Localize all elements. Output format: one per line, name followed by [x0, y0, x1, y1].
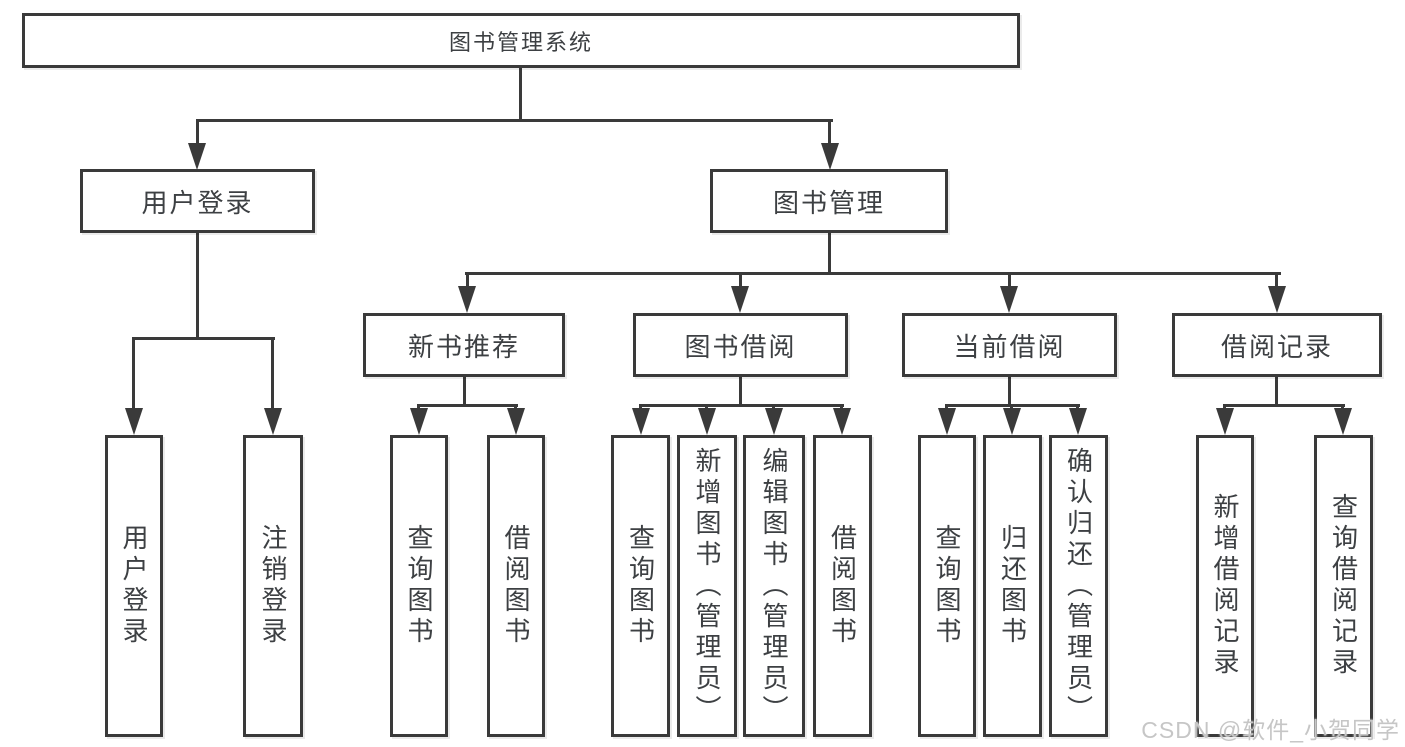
leaf-label: 借阅图书: [501, 524, 531, 648]
arrow-down-icon: [458, 286, 476, 313]
connector-line: [1010, 404, 1013, 409]
node-root: 图书管理系统: [22, 13, 1020, 68]
leaf-logout: 注销登录: [243, 435, 303, 737]
leaf-label: 用户登录: [119, 524, 149, 648]
leaf-label: 新增图书（管理员）: [692, 446, 722, 726]
connector-line: [466, 272, 469, 286]
connector-line: [1223, 404, 1345, 407]
node-current-borrow: 当前借阅: [902, 313, 1117, 377]
connector-line: [271, 337, 274, 408]
connector-line: [1275, 272, 1278, 286]
leaf-current-query: 查询图书: [918, 435, 976, 737]
leaf-label: 确认归还（管理员）: [1063, 446, 1094, 726]
leaf-label: 查询借阅记录: [1328, 493, 1359, 679]
node-borrow-record: 借阅记录: [1172, 313, 1382, 377]
leaf-newbook-borrow: 借阅图书: [487, 435, 545, 737]
leaf-label: 编辑图书（管理员）: [759, 446, 789, 726]
arrow-down-icon: [731, 286, 749, 313]
connector-line: [1008, 272, 1011, 286]
arrow-down-icon: [698, 408, 716, 435]
connector-line: [945, 404, 948, 409]
connector-line: [1341, 404, 1344, 409]
leaf-label: 新增借阅记录: [1210, 493, 1240, 679]
leaf-label: 借阅图书: [827, 524, 858, 648]
connector-line: [828, 119, 831, 144]
arrow-down-icon: [1268, 286, 1286, 313]
connector-line: [417, 404, 518, 407]
arrow-down-icon: [632, 408, 650, 435]
leaf-label: 注销登录: [258, 524, 288, 648]
arrow-down-icon: [765, 408, 783, 435]
connector-line: [1008, 377, 1011, 404]
arrow-down-icon: [938, 408, 956, 435]
leaf-borrow-query: 查询图书: [611, 435, 670, 737]
connector-line: [514, 404, 517, 409]
leaf-record-query: 查询借阅记录: [1314, 435, 1373, 737]
connector-line: [519, 68, 522, 119]
arrow-down-icon: [821, 143, 839, 170]
arrow-down-icon: [1334, 408, 1352, 435]
connector-line: [196, 119, 199, 144]
connector-line: [840, 404, 843, 409]
connector-line: [463, 377, 466, 404]
connector-line: [739, 377, 742, 404]
arrow-down-icon: [1000, 286, 1018, 313]
connector-line: [739, 272, 742, 286]
connector-line: [639, 404, 642, 409]
leaf-borrow-borrow: 借阅图书: [813, 435, 872, 737]
connector-line: [828, 233, 831, 272]
connector-line: [772, 404, 775, 409]
connector-line: [196, 119, 833, 122]
arrow-down-icon: [410, 408, 428, 435]
arrow-down-icon: [1069, 408, 1087, 435]
leaf-label: 查询图书: [625, 524, 656, 648]
leaf-current-confirm-admin: 确认归还（管理员）: [1049, 435, 1108, 737]
node-book-management: 图书管理: [710, 169, 948, 233]
leaf-label: 归还图书: [997, 524, 1028, 648]
connector-line: [417, 404, 420, 409]
connector-line: [196, 233, 199, 337]
connector-line: [132, 337, 275, 340]
leaf-label: 查询图书: [404, 524, 434, 648]
arrow-down-icon: [188, 143, 206, 170]
node-new-book-recommend: 新书推荐: [363, 313, 565, 377]
leaf-borrow-edit-admin: 编辑图书（管理员）: [743, 435, 805, 737]
arrow-down-icon: [125, 408, 143, 435]
connector-line: [465, 272, 1281, 275]
node-user-login: 用户登录: [80, 169, 315, 233]
arrow-down-icon: [833, 408, 851, 435]
leaf-newbook-query: 查询图书: [390, 435, 448, 737]
leaf-record-add: 新增借阅记录: [1196, 435, 1254, 737]
leaf-current-return: 归还图书: [983, 435, 1042, 737]
leaf-user-login: 用户登录: [105, 435, 163, 737]
connector-line: [639, 404, 844, 407]
connector-line: [705, 404, 708, 409]
arrow-down-icon: [507, 408, 525, 435]
leaf-borrow-add-admin: 新增图书（管理员）: [677, 435, 737, 737]
leaf-label: 查询图书: [932, 524, 962, 648]
arrow-down-icon: [1003, 408, 1021, 435]
arrow-down-icon: [264, 408, 282, 435]
node-book-borrow: 图书借阅: [633, 313, 848, 377]
csdn-watermark: CSDN @软件_小贺同学: [1141, 717, 1400, 743]
connector-line: [1223, 404, 1226, 409]
connector-line: [1076, 404, 1079, 409]
arrow-down-icon: [1216, 408, 1234, 435]
connector-line: [1275, 377, 1278, 404]
connector-line: [132, 337, 135, 408]
